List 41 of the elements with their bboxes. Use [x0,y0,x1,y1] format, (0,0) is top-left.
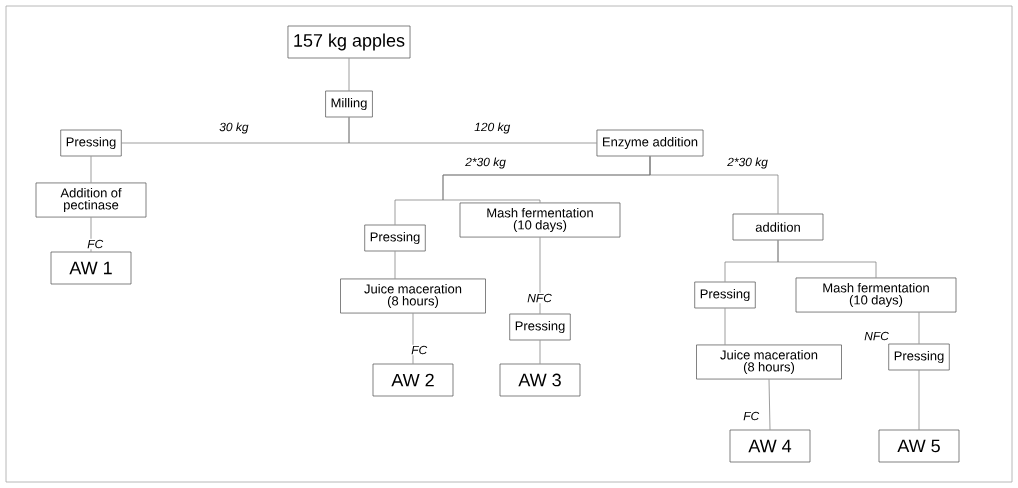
edge-label: FC [742,410,761,422]
process-box: Addition of pectinase [35,182,147,218]
connector-line [724,308,726,345]
connector-line [649,156,779,214]
connector-line [348,58,350,91]
process-box: 157 kg apples [287,25,411,59]
process-box: Enzyme addition [596,129,704,157]
connector-line [348,117,597,144]
process-box: AW 4 [729,429,811,463]
process-box: Mash fermentation (10 days) [795,277,957,313]
connector-line [394,251,396,279]
connector-line [539,340,541,364]
connector-line [90,217,92,252]
process-box: AW 2 [372,363,454,397]
connector-line [539,237,541,314]
edge-label: NFC [526,292,553,304]
process-box: Pressing [60,129,122,157]
connector-line [768,379,771,430]
edge-label: 2*30 kg [726,156,769,170]
process-box: Pressing [888,343,950,371]
edge-label: 120 kg [473,121,512,135]
process-box: Pressing [509,313,571,341]
edge-label: NFC [863,330,890,342]
process-box: AW 3 [499,363,581,397]
connector-line [90,156,92,183]
process-box: Milling [325,90,373,118]
connector-line [777,240,877,278]
connector-line [918,370,920,430]
connector-line [918,312,920,344]
process-box: Pressing [694,281,756,309]
process-box: Mash fermentation (10 days) [459,202,621,238]
process-box: Juice maceration (8 hours) [696,344,842,380]
edge-label: FC [86,238,105,250]
edge-label: FC [410,344,429,356]
edge-label: 30 kg [218,121,250,135]
connector-line [412,313,414,364]
process-box: Pressing [364,224,426,252]
process-box: AW 5 [878,429,960,463]
process-box: Juice maceration (8 hours) [340,278,486,314]
edge-label: 2*30 kg [464,156,507,170]
process-box: addition [732,213,824,241]
